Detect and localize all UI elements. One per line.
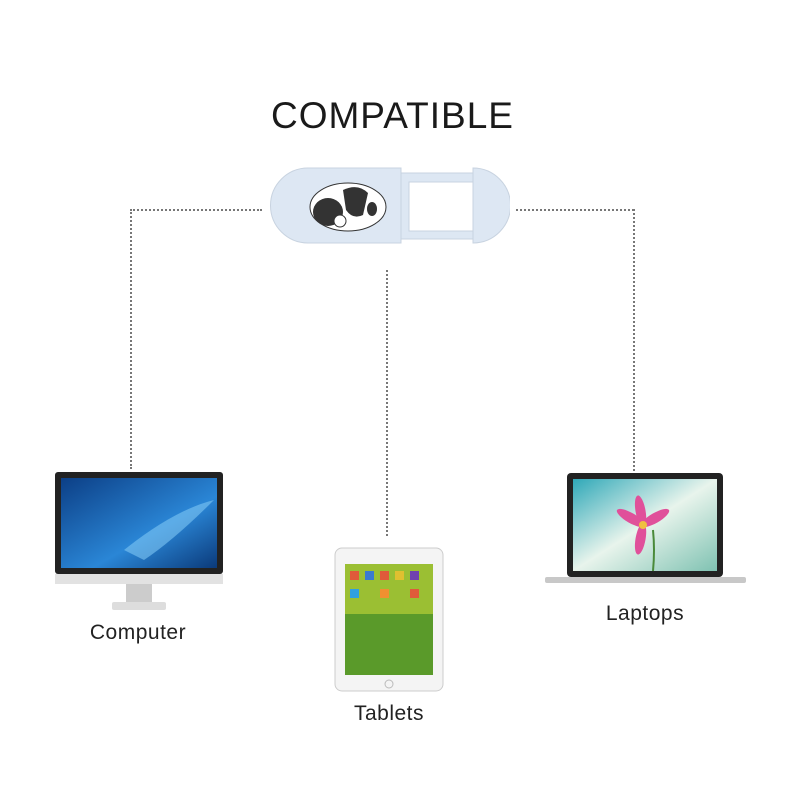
laptops-label: Laptops — [605, 602, 685, 625]
tablets-label: Tablets — [353, 702, 425, 725]
connector-left-horizontal — [130, 209, 262, 211]
panda-icon — [309, 182, 387, 232]
laptop-image — [545, 473, 746, 583]
connector-right-vertical — [633, 209, 635, 471]
computer-label: Computer — [89, 621, 187, 644]
connector-right-horizontal — [516, 209, 634, 211]
computer-monitor-image — [55, 472, 223, 610]
webcam-cover-image — [270, 167, 510, 244]
page-title: COMPATIBLE — [270, 95, 514, 136]
connector-center-vertical — [386, 270, 388, 536]
connector-left-vertical — [130, 209, 132, 469]
tablet-image — [334, 547, 444, 692]
